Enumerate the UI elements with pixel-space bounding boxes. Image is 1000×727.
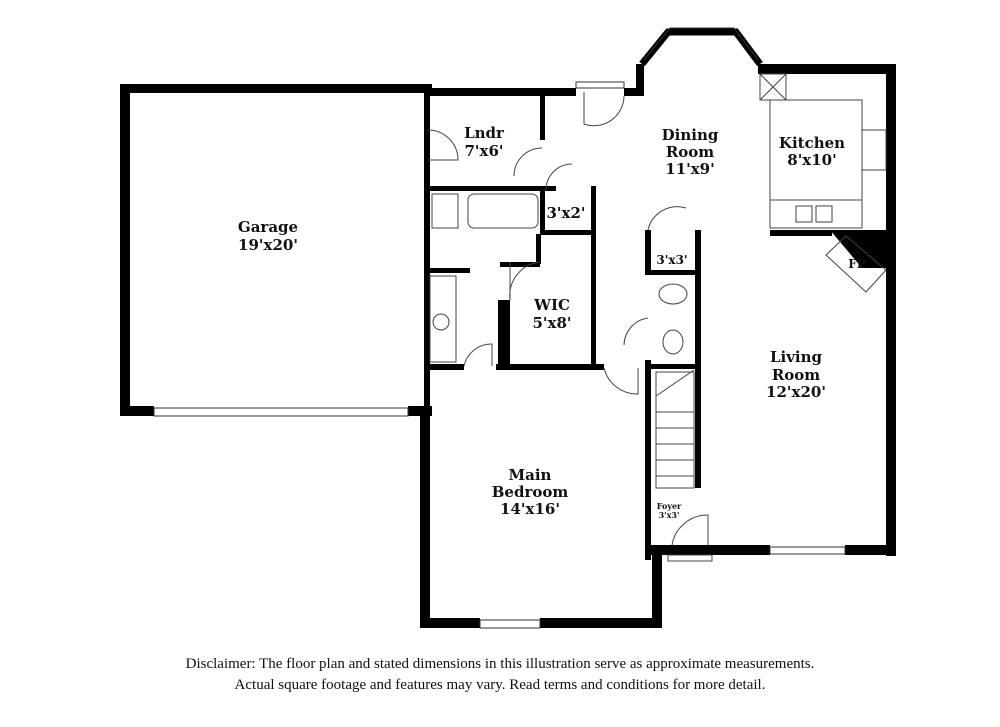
foyer-name: Foyer (657, 501, 682, 511)
bedroom-name: Main (509, 466, 552, 484)
dining-name: Dining (662, 126, 719, 144)
living-size: 12'x20' (766, 383, 826, 401)
living-name: Living (770, 348, 823, 366)
kitchen-name: Kitchen (779, 134, 845, 152)
disclaimer-line2: Actual square footage and features may v… (234, 677, 766, 693)
interior-walls (424, 88, 832, 560)
wic-name: WIC (533, 296, 570, 314)
bedroom-name2: Bedroom (492, 483, 569, 501)
wic-size: 5'x8' (532, 314, 571, 332)
dining-name2: Room (666, 143, 714, 161)
foyer-size: 3'x3' (659, 510, 680, 520)
disclaimer-line1: Disclaimer: The floor plan and stated di… (185, 656, 815, 672)
living-name2: Room (772, 366, 820, 384)
dining-size: 11'x9' (665, 160, 714, 178)
bedroom-size: 14'x16' (500, 500, 560, 518)
garage-name: Garage (238, 218, 298, 236)
closet2-size: 3'x3' (656, 253, 687, 267)
fixtures (429, 73, 887, 489)
doors (427, 92, 713, 562)
laundry-size: 7'x6' (464, 142, 503, 160)
windows (153, 27, 846, 629)
closet-size: 3'x2' (546, 204, 585, 222)
exterior-walls (120, 64, 896, 628)
kitchen-size: 8'x10' (787, 151, 836, 169)
garage-size: 19'x20' (238, 236, 298, 254)
fireplace-label: FP (848, 257, 866, 271)
laundry-name: Lndr (464, 124, 505, 142)
room-labels: Garage 19'x20' Lndr 7'x6' Dining Room 11… (238, 124, 866, 520)
